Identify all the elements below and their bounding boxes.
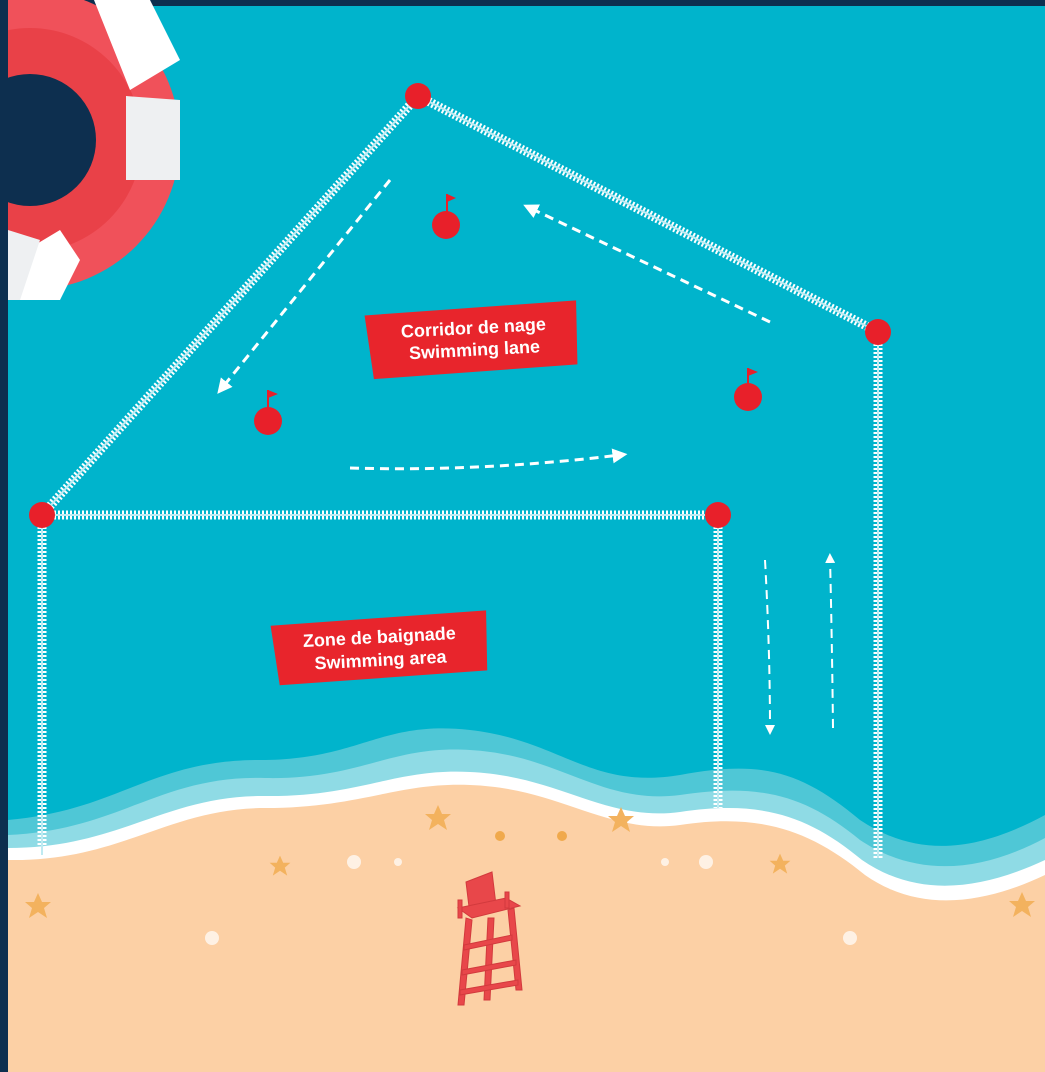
buoy-middle — [705, 502, 731, 528]
buoy-left — [29, 502, 55, 528]
buoy-right — [865, 319, 891, 345]
buoy-top — [405, 83, 431, 109]
